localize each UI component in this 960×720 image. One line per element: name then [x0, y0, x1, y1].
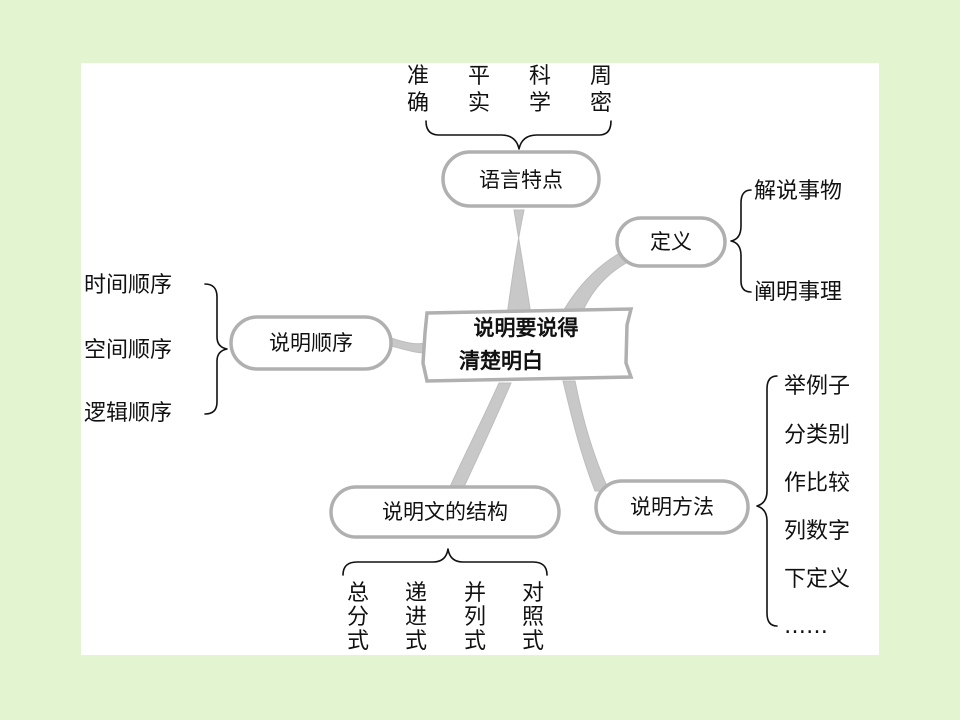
structure-item-1-c: 式 [347, 629, 369, 654]
order-item-3: 逻辑顺序 [84, 401, 172, 426]
connector-order [390, 337, 427, 354]
structure-item-4-a: 对 [522, 581, 544, 606]
methods-brace [756, 375, 778, 627]
connector-structure [448, 382, 512, 490]
methods-item-4: 列数字 [784, 519, 850, 544]
methods-item-2: 分类别 [784, 423, 850, 448]
slide-canvas: 说明要说得 清楚明白 语言特点 准 确 平 实 科 学 周 密 定义 解说事物 … [81, 63, 879, 655]
center-line-2: 清楚明白 [459, 349, 543, 373]
structure-label: 说明文的结构 [382, 500, 508, 524]
definition-node: 定义 [615, 216, 727, 268]
language-label: 语言特点 [479, 168, 563, 192]
definition-item-1: 解说事物 [754, 179, 842, 204]
language-item-3-bottom: 学 [529, 91, 551, 116]
language-items: 准 确 平 实 科 学 周 密 [407, 64, 612, 116]
definition-item-2: 阐明事理 [754, 280, 842, 305]
methods-item-3: 作比较 [784, 471, 850, 496]
order-item-2: 空间顺序 [84, 338, 172, 363]
language-item-3-top: 科 [529, 64, 551, 89]
order-item-1: 时间顺序 [84, 273, 172, 298]
methods-item-6: …… [784, 614, 828, 639]
center-node: 说明要说得 清楚明白 [421, 307, 634, 383]
connector-language [506, 209, 532, 316]
structure-item-2-b: 进 [405, 605, 427, 630]
structure-item-3-b: 列 [464, 605, 486, 630]
language-item-4-top: 周 [590, 64, 612, 89]
structure-brace [342, 548, 548, 576]
language-item-4-bottom: 密 [590, 91, 612, 116]
methods-node: 说明方法 [594, 479, 750, 535]
structure-item-2-c: 式 [405, 629, 427, 654]
structure-item-4-b: 照 [522, 605, 544, 630]
order-label: 说明顺序 [269, 331, 353, 355]
structure-item-4-c: 式 [522, 629, 544, 654]
center-line-1: 说明要说得 [474, 316, 579, 340]
order-brace [204, 283, 228, 415]
methods-item-1: 举例子 [784, 374, 850, 399]
order-node: 说明顺序 [229, 315, 393, 371]
structure-item-3-c: 式 [464, 629, 486, 654]
methods-label: 说明方法 [630, 495, 714, 519]
language-item-2-top: 平 [468, 64, 490, 89]
definition-label: 定义 [650, 230, 692, 254]
structure-node: 说明文的结构 [329, 485, 561, 539]
language-node: 语言特点 [441, 150, 601, 208]
structure-item-3-a: 并 [464, 581, 486, 606]
methods-item-5: 下定义 [784, 567, 850, 592]
connector-methods [562, 380, 610, 492]
definition-brace [730, 189, 752, 293]
language-item-1-top: 准 [407, 64, 429, 89]
language-brace [425, 120, 612, 150]
language-item-2-bottom: 实 [468, 91, 490, 116]
language-item-1-bottom: 确 [407, 91, 429, 116]
structure-item-1-a: 总 [347, 581, 369, 606]
structure-items: 总 分 式 递 进 式 并 列 式 对 照 式 [347, 581, 544, 654]
structure-item-2-a: 递 [405, 581, 427, 606]
structure-item-1-b: 分 [347, 605, 369, 630]
mind-map-diagram: 说明要说得 清楚明白 语言特点 准 确 平 实 科 学 周 密 定义 解说事物 … [84, 64, 850, 654]
